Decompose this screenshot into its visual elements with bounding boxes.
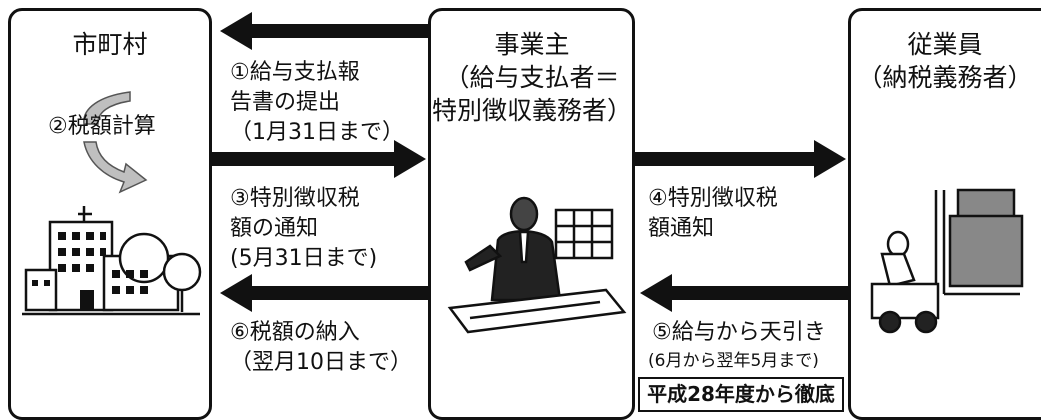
arrow-payroll-deduction-icon <box>640 274 850 312</box>
arrow-notify-tax-amount-icon <box>212 140 426 178</box>
arrow-notify-employee-icon <box>635 140 846 178</box>
arrow-pay-tax-icon <box>220 274 430 312</box>
municipality-title: 市町村 <box>72 30 148 59</box>
arrow-submit-report-icon <box>220 12 430 50</box>
businessman-icon <box>447 196 627 334</box>
step5-period-label: (6月から翌年5月まで) <box>648 351 819 371</box>
cycle-arrow-icon <box>83 91 148 194</box>
employer-title: 事業主 （給与支払者＝ 特別徴収義務者） <box>432 30 633 125</box>
city-hall-icon <box>22 206 202 316</box>
notice-badge: 平成28年度から徹底 <box>638 377 844 412</box>
step6-label: ⑥税額の納入 （翌月10日まで） <box>230 320 412 375</box>
step4-label: ④特別徴収税 額通知 <box>648 186 778 241</box>
municipality-box <box>8 8 212 420</box>
step3-label: ③特別徴収税 額の通知 (5月31日まで) <box>230 186 378 271</box>
forklift-worker-icon <box>870 188 1024 334</box>
step2-label: ②税額計算 <box>48 114 156 139</box>
building-windows-icon <box>32 232 148 310</box>
step5-label: ⑤給与から天引き <box>652 320 826 345</box>
employee-title: 従業員 （納税義務者） <box>857 30 1033 92</box>
step1-label: ①給与支払報 告書の提出 （1月31日まで） <box>230 60 404 145</box>
